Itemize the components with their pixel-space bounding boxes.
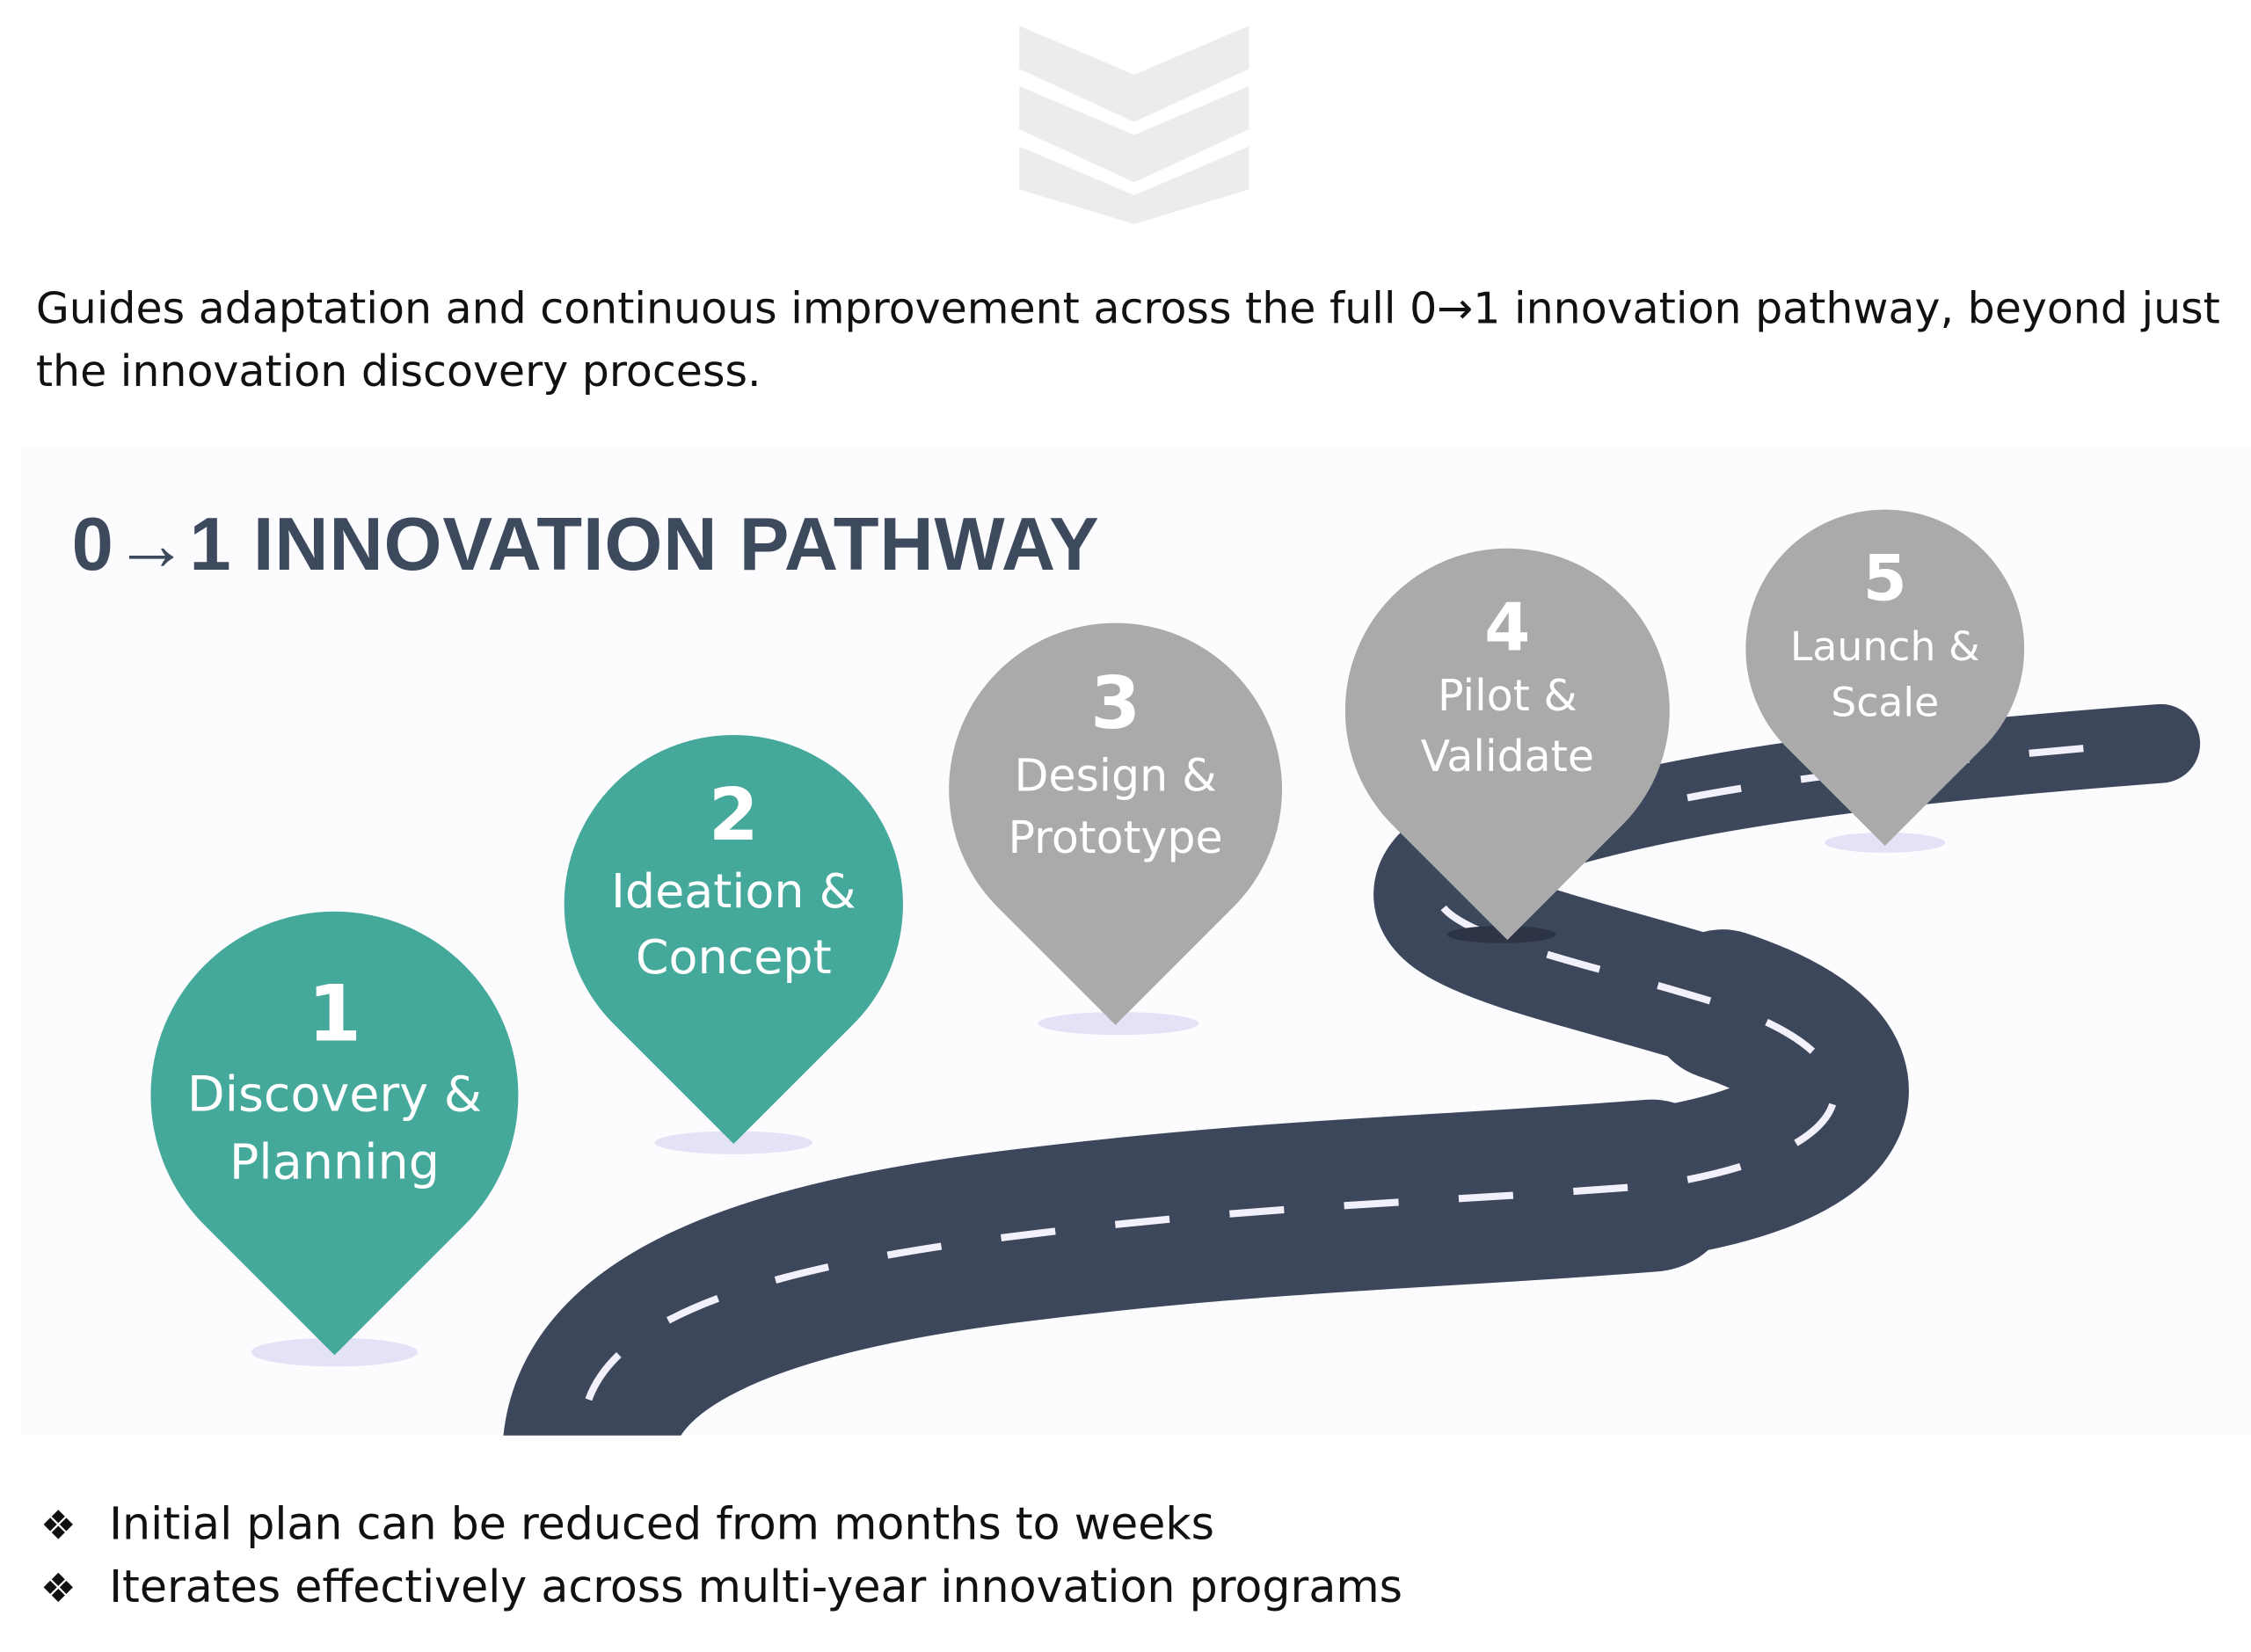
stage-title-line-2: Prototype [1008,812,1223,865]
stage-title-line-2: Validate [1420,732,1595,783]
bullet-list: ❖ Initial plan can be reduced from month… [40,1493,1402,1619]
stage-title-line-1: Pilot & [1438,672,1577,723]
chevron-down-icon [1019,25,1249,224]
stage-title-line-1: Ideation & [611,862,856,919]
pin-shadows [251,832,1946,1367]
stage-number: 4 [1484,588,1531,666]
stage-2-pin [564,734,903,1145]
stage-3-pin [949,622,1283,1025]
stage-1-label: 1 Discovery & Planning [187,969,482,1198]
diamond-bullet-icon: ❖ [40,1500,76,1548]
bullet-text: Iterates effectively across multi-year i… [109,1561,1403,1614]
stage-5-label: 5 Launch & Scale [1790,542,1980,731]
intro-text: Guides adaptation and continuous improve… [35,284,2220,398]
diagram-title: 0→1 INNOVATION PATHWAY [71,504,1100,587]
stage-4-pin [1344,548,1670,941]
list-item: ❖ Initial plan can be reduced from month… [40,1493,1402,1556]
stage-title-line-2: Planning [229,1134,440,1192]
stage-number: 2 [708,774,759,857]
stage-number: 1 [307,969,362,1059]
stage-4-label: 4 Pilot & Validate [1421,588,1594,788]
bullet-text: Initial plan can be reduced from months … [109,1498,1215,1551]
stage-5-pin [1745,509,2025,846]
diamond-bullet-icon: ❖ [40,1563,76,1612]
stage-3-label: 3 Design & Prototype [1009,660,1223,871]
stage-number: 3 [1090,661,1141,746]
stage-title-line-1: Launch & [1789,622,1980,671]
stage-title-line-2: Scale [1831,679,1940,727]
stage-number: 5 [1862,542,1907,616]
stage-title-line-1: Design & [1014,750,1217,803]
stage-title-line-1: Discovery & [186,1066,483,1124]
list-item: ❖ Iterates effectively across multi-year… [40,1556,1402,1619]
stage-1-pin [150,911,519,1356]
stage-2-label: 2 Ideation & Concept [611,772,856,991]
stage-title-line-2: Concept [635,928,832,986]
